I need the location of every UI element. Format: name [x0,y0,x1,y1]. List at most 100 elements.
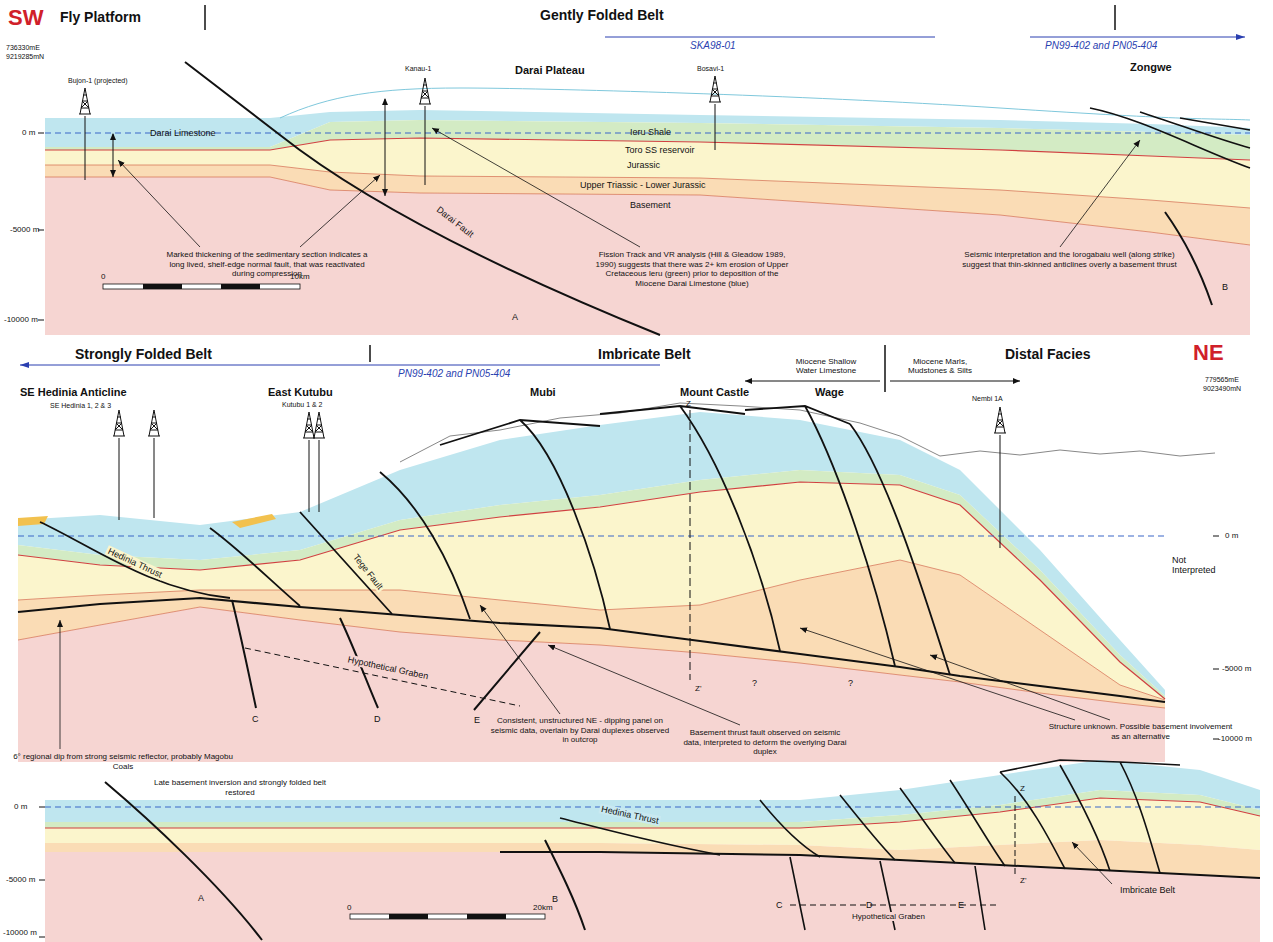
belt-heading: Strongly Folded Belt [75,346,212,362]
belt-heading: Fly Platform [60,9,141,25]
facies-label: Miocene Shallow Water Limestone [790,357,862,375]
leader-line [319,440,320,512]
layer-label: Basement [630,200,671,210]
structure-name: SE Hedinia Anticline [20,386,127,399]
depth-axis-label: 0 [347,903,351,912]
layer-label: Ieru Shale [630,127,671,137]
restored-section [39,760,1260,942]
fault-name: Hypothetical Graben [345,654,431,682]
fault-letter: E [958,900,964,910]
depth-axis-label: -5000 m [1222,664,1251,673]
leader-line [715,104,716,150]
well-label: Bosavi-1 [697,65,724,73]
fault-line [40,406,950,675]
layer-label: Darai Limestone [150,128,216,138]
leader-line [1072,842,1112,884]
fault-line [185,62,660,335]
well-label: 9023490mN [1203,385,1241,393]
leader-line [930,655,1110,720]
structure-name: Mubi [530,386,556,399]
leader-line [1060,140,1140,247]
leader-line [1015,796,1016,874]
layer-label: Jurassic [627,160,660,170]
well-derrick [148,410,160,436]
scale-bar [103,284,300,289]
fault-line [45,798,1260,828]
fault-letter: D [866,900,873,910]
well-label: SE Hedinia 1, 2 & 3 [50,402,111,410]
leader-line [790,905,1000,906]
fault-name: Tege Fault [350,551,386,594]
belt-heading: Imbricate Belt [598,346,691,362]
seismic-line-label: PN99-402 and PN05-404 [1045,40,1157,52]
well-derrick [419,78,431,104]
layer-label: ? [848,678,853,688]
section-marker: Z' [695,684,701,693]
leader-line [154,438,155,518]
leader-line [605,37,935,38]
well-label: 779565mE [1205,376,1239,384]
top-section [38,5,1250,335]
leader-line [113,134,114,177]
leader-line [385,99,386,196]
well-derrick [113,410,125,436]
fault-letter: A [512,312,518,322]
leader-line [45,806,1260,807]
depth-axis-label: -10000 m [4,315,38,324]
belt-heading: Gently Folded Belt [540,7,664,23]
fault-name: Hedinia Thrust [598,803,661,826]
scale-bar [467,914,506,919]
section-marker: Z [686,399,691,408]
leader-line [245,648,520,706]
compass-label: NE [1193,340,1224,365]
well-label: Nembi 1A [972,395,1003,403]
structure-name: Zongwe [1130,61,1172,74]
depth-axis-label: 10km [290,272,310,281]
fault-letter: D [374,714,381,724]
fault-letter: A [198,893,204,903]
leader-line [204,5,206,30]
leader-line [369,345,371,362]
fault-letter: B [552,894,558,904]
well-label: Kanau-1 [405,65,431,73]
depth-axis-label: Hypothetical Graben [850,912,927,921]
well-label: 9219285mN [6,53,44,61]
fault-line [18,598,1165,702]
leader-line [119,438,120,520]
fault-letter: C [776,900,783,910]
layer-label: Upper Triassic - Lower Jurassic [580,180,706,190]
callout-note: Seismic interpretation and the Iorogabai… [960,250,1179,269]
leader-line [690,410,691,680]
callout-note: Late basement inversion and strongly fol… [145,778,335,797]
leader-line [890,381,1020,382]
fault-line [232,600,540,710]
layer-label: Not Interpreted [1172,555,1222,576]
compass-label: SW [8,5,43,30]
fault-line [560,760,1180,873]
structure-name: East Kutubu [268,386,333,399]
structure-name: Mount Castle [680,386,749,399]
seismic-line-label: SKA98-01 [690,40,736,52]
depth-axis-label: 0 m [1225,531,1238,540]
belt-heading: Distal Facies [1005,346,1091,362]
callout-note: Consistent, unstructured NE - dipping pa… [490,716,670,745]
leader-line [85,116,86,180]
leader-line [1114,5,1116,30]
strata-band [232,514,276,528]
middle-section [18,345,1219,762]
strata-band [45,852,1260,942]
fault-line [1090,108,1250,168]
depth-axis-label: -10000 m [3,928,37,937]
facies-label: Miocene Marls, Mudstones & Silts [900,357,980,375]
callout-note: 6° regional dip from strong seismic refl… [8,752,238,771]
scale-bar [221,284,260,289]
leader-line [118,160,200,247]
fault-line [790,857,985,930]
scale-bar [350,914,545,919]
fault-line [18,560,1165,700]
well-derrick [79,88,91,114]
well-label: Kutubu 1 & 2 [282,401,322,409]
well-label: Bujon-1 (projected) [68,77,128,85]
